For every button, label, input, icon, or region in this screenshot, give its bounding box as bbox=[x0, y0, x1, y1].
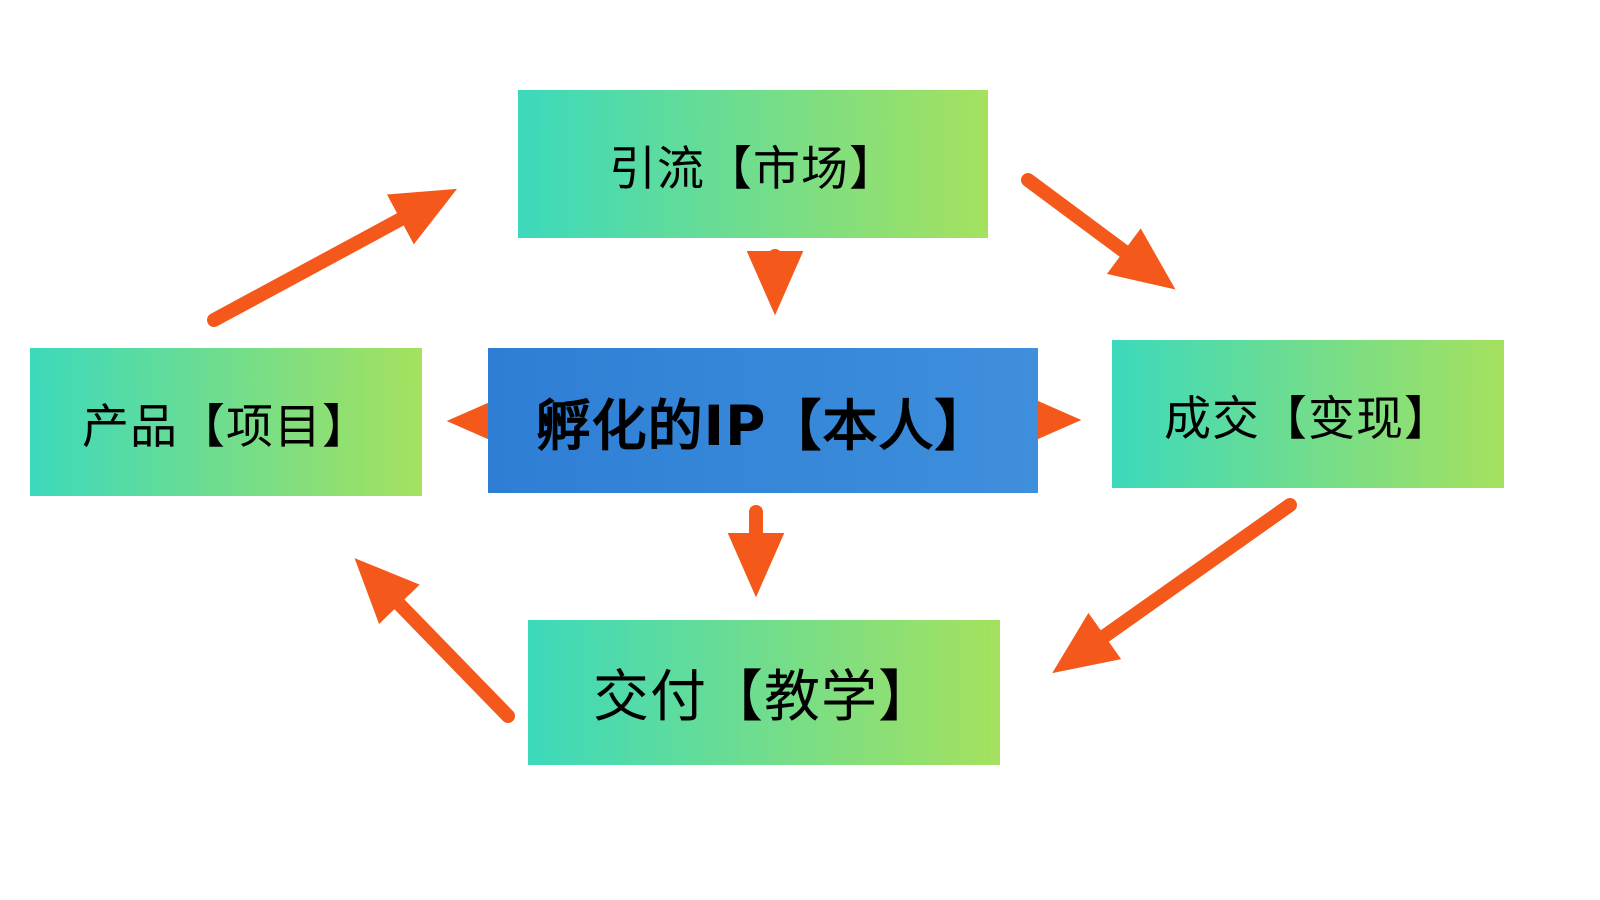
node-deal-monetize: 成交【变现】 bbox=[1112, 340, 1504, 488]
node-product-label: 产品【项目】 bbox=[82, 399, 370, 455]
node-delivery-teaching: 交付【教学】 bbox=[528, 620, 1000, 765]
node-ip-label: 孵化的IP【本人】 bbox=[535, 393, 991, 458]
node-traffic-label: 引流【市场】 bbox=[609, 141, 897, 197]
arrow-product-to-traffic bbox=[207, 188, 458, 327]
node-incubated-ip: 孵化的IP【本人】 bbox=[488, 348, 1038, 493]
node-traffic-market: 引流【市场】 bbox=[518, 90, 988, 238]
arrow-traffic-to-deal bbox=[1021, 173, 1176, 290]
arrow-delivery-to-product bbox=[354, 558, 515, 723]
arrow-deal-to-delivery bbox=[1052, 498, 1297, 674]
node-deal-label: 成交【变现】 bbox=[1164, 391, 1452, 447]
node-delivery-label: 交付【教学】 bbox=[593, 665, 935, 730]
node-product-project: 产品【项目】 bbox=[30, 348, 422, 496]
